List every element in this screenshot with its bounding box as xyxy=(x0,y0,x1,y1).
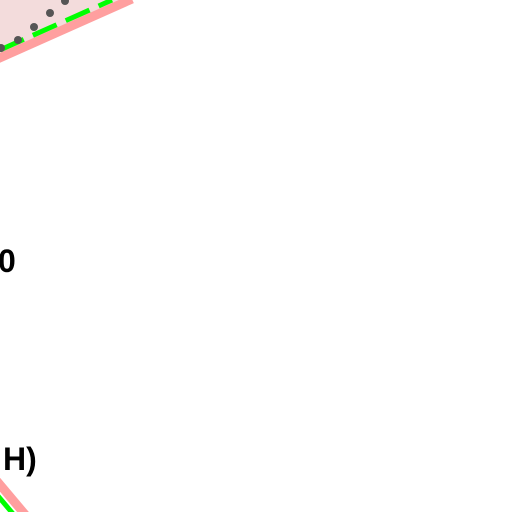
dot xyxy=(0,44,5,52)
dot xyxy=(14,36,22,44)
dot xyxy=(46,9,54,17)
partial-number-label: 0 xyxy=(0,243,16,279)
upper-band-edge xyxy=(0,0,134,63)
dot xyxy=(61,0,69,5)
dot xyxy=(30,23,38,31)
partial-text-label: H) xyxy=(3,441,37,477)
upper-dot-series xyxy=(0,0,69,52)
